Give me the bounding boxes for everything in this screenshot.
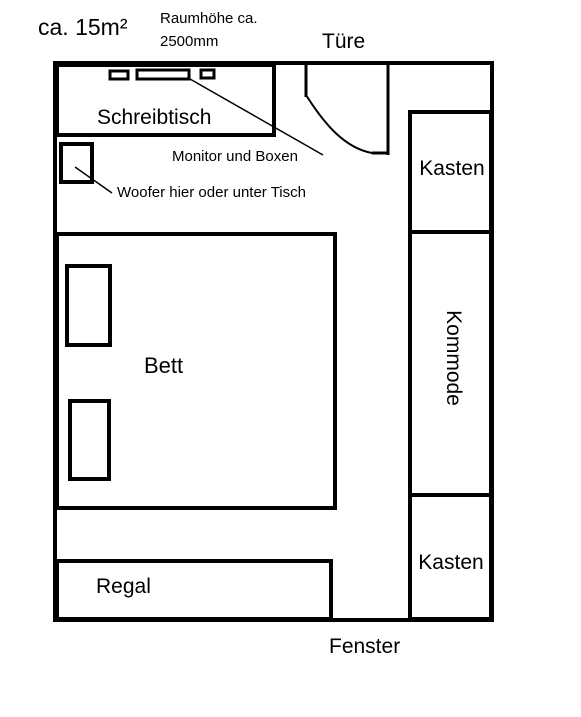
bed <box>55 232 337 510</box>
bed-label: Bett <box>144 353 183 378</box>
cabinet-bottom-label: Kasten <box>418 551 483 574</box>
woofer-note-label: Woofer hier oder unter Tisch <box>117 184 306 201</box>
door-swing-arc <box>305 94 373 154</box>
woofer <box>59 142 94 184</box>
monitor-pointer-line <box>189 78 324 156</box>
pillow-top <box>65 264 112 347</box>
room-height-label-line2: 2500mm <box>160 33 218 50</box>
desk-label: Schreibtisch <box>97 106 211 129</box>
shelf <box>55 559 333 621</box>
speaker-right <box>199 68 216 80</box>
cabinet-top-label: Kasten <box>419 157 484 180</box>
room-outline <box>53 61 494 622</box>
pillow-bottom <box>68 399 111 481</box>
desk <box>55 63 276 137</box>
shelf-label: Regal <box>96 575 151 598</box>
woofer-pointer-line <box>74 166 113 194</box>
window-label: Fenster <box>329 635 400 658</box>
room-height-label-line1: Raumhöhe ca. <box>160 10 258 27</box>
monitor <box>135 68 191 81</box>
speaker-left <box>108 69 130 81</box>
monitor-note-label: Monitor und Boxen <box>172 148 298 165</box>
dresser-label: Kommode <box>442 310 465 406</box>
room-area-label: ca. 15m² <box>38 14 128 40</box>
door-label: Türe <box>322 30 365 53</box>
cabinet-bottom <box>408 493 493 621</box>
